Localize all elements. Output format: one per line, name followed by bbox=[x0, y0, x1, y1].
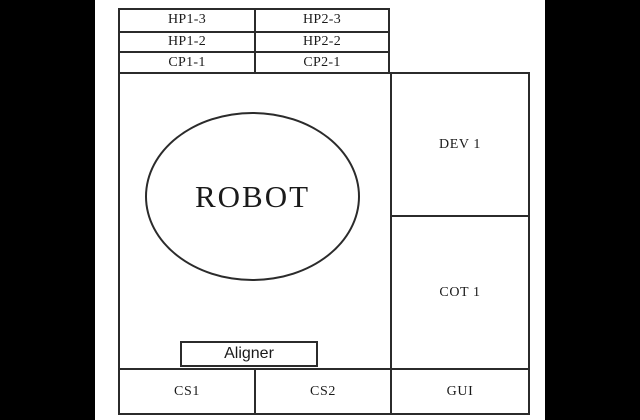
divider-cs1-cs2 bbox=[254, 370, 256, 413]
hp-table: HP1-3 HP2-3 HP1-2 HP2-2 CP1-1 CP2-1 bbox=[118, 8, 390, 72]
aligner-box: Aligner bbox=[180, 341, 318, 367]
hp-cell-cp1-1: CP1-1 bbox=[120, 51, 254, 72]
robot-ellipse: ROBOT bbox=[145, 112, 360, 281]
gui-box: GUI bbox=[446, 383, 474, 399]
divider-dev-cot bbox=[390, 215, 528, 217]
hp-cell-hp1-2: HP1-2 bbox=[120, 30, 254, 52]
robot-label: ROBOT bbox=[194, 178, 311, 214]
hp-cell-hp2-2: HP2-2 bbox=[254, 30, 388, 52]
cs1-box: CS1 bbox=[174, 383, 200, 399]
divider-vertical-main bbox=[390, 74, 392, 413]
hp-cell-cp2-1: CP2-1 bbox=[254, 51, 388, 72]
aligner-label: Aligner bbox=[224, 345, 274, 362]
cs2-box: CS2 bbox=[310, 383, 336, 399]
dev1-box: DEV 1 bbox=[438, 136, 482, 152]
cot1-box: COT 1 bbox=[439, 284, 481, 300]
hp-cell-hp2-3: HP2-3 bbox=[254, 10, 388, 31]
divider-bottom-row bbox=[120, 368, 528, 370]
hp-cell-hp1-3: HP1-3 bbox=[167, 12, 207, 28]
equipment-frame: ROBOT Aligner DEV 1 COT 1 CS1 CS2 GUI bbox=[118, 72, 530, 415]
diagram-stage: HP1-3 HP2-3 HP1-2 HP2-2 CP1-1 CP2-1 ROBO… bbox=[95, 0, 545, 420]
